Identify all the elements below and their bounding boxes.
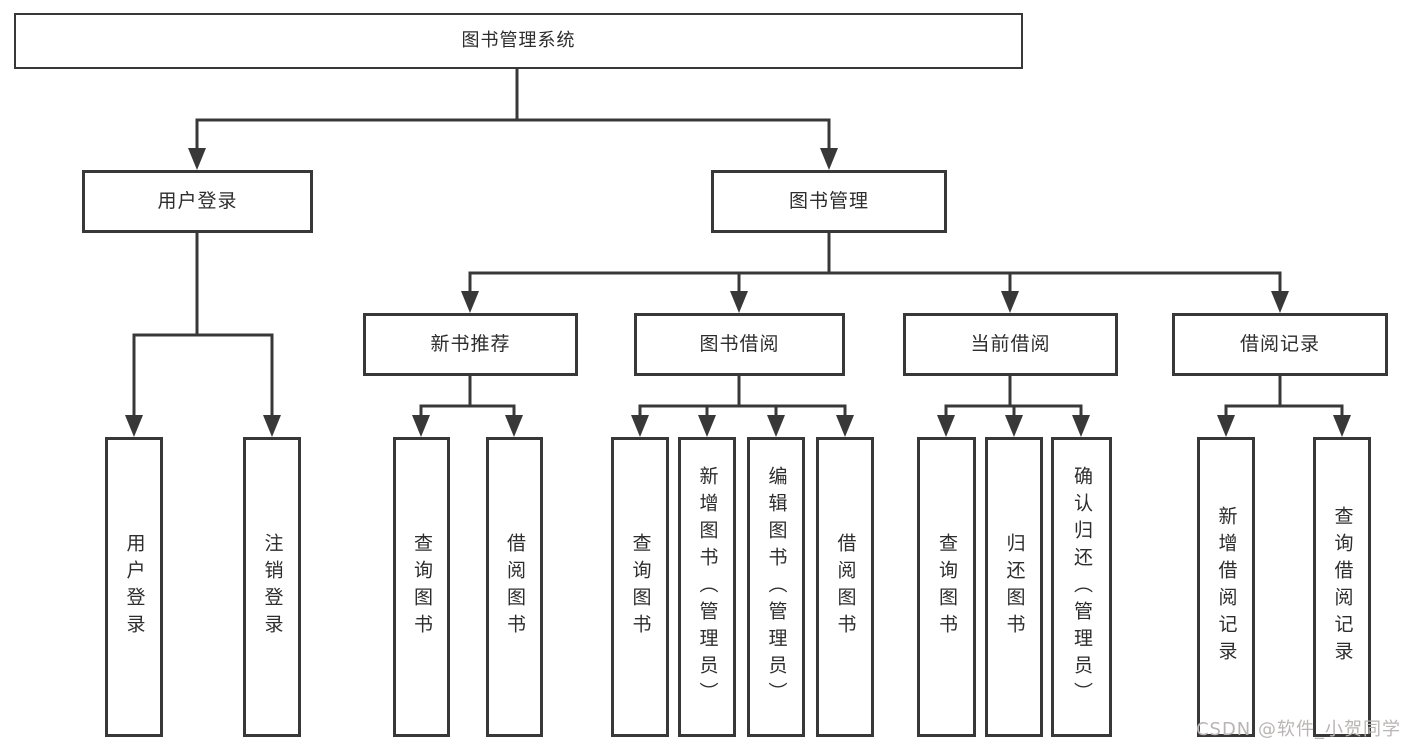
node-leaf-logout: 注销登录: [243, 437, 301, 737]
node-label: 借阅图书: [834, 533, 857, 641]
node-label: 确认归还（管理员）: [1071, 465, 1093, 709]
node-leaf-query-books-borrowing: 查询图书: [611, 437, 669, 737]
node-current-borrowing: 当前借阅: [903, 313, 1118, 376]
node-leaf-add-borrow-record: 新增借阅记录: [1197, 437, 1255, 737]
arrowhead-icon: [1271, 291, 1289, 313]
node-new-book-recommend: 新书推荐: [363, 313, 578, 376]
arrowhead-icon: [820, 148, 838, 170]
node-label: 用户登录: [157, 190, 238, 213]
node-label: 查询图书: [629, 533, 652, 641]
node-label: 借阅记录: [1239, 333, 1320, 356]
node-label: 借阅图书: [504, 533, 526, 641]
arrowhead-icon: [263, 415, 281, 437]
arrowhead-icon: [188, 148, 206, 170]
node-label: 图书管理系统: [461, 30, 576, 52]
node-label: 图书借阅: [699, 333, 780, 356]
node-leaf-borrow-books-borrowing: 借阅图书: [816, 437, 874, 737]
node-root: 图书管理系统: [14, 13, 1023, 69]
node-label: 图书管理: [788, 190, 869, 213]
node-leaf-query-books-recommend: 查询图书: [393, 437, 450, 737]
node-label: 编辑图书（管理员）: [765, 465, 788, 709]
arrowhead-icon: [461, 291, 479, 313]
connector-borrowing-records-to-leaves: [1217, 376, 1351, 437]
node-label: 新增借阅记录: [1215, 506, 1238, 668]
connector-book-borrowing-to-leaves: [631, 376, 854, 437]
node-label: 查询图书: [936, 533, 958, 641]
node-label: 用户登录: [123, 533, 146, 641]
arrowhead-icon: [1001, 291, 1019, 313]
arrowhead-icon: [505, 415, 523, 437]
arrowhead-icon: [767, 415, 785, 437]
node-label: 新增图书（管理员）: [696, 465, 719, 709]
node-user-login: 用户登录: [82, 170, 313, 233]
arrowhead-icon: [836, 415, 854, 437]
arrowhead-icon: [412, 415, 430, 437]
node-label: 查询借阅记录: [1331, 506, 1354, 668]
node-label: 查询图书: [411, 533, 433, 641]
node-leaf-query-books-current: 查询图书: [917, 437, 976, 737]
arrowhead-icon: [125, 415, 143, 437]
node-label: 归还图书: [1003, 533, 1026, 641]
arrowhead-icon: [631, 415, 649, 437]
node-book-borrowing: 图书借阅: [634, 313, 845, 376]
arrowhead-icon: [1005, 415, 1023, 437]
arrowhead-icon: [730, 291, 748, 313]
node-label: 新书推荐: [430, 333, 511, 356]
arrowhead-icon: [698, 415, 716, 437]
arrowhead-icon: [1333, 415, 1351, 437]
node-book-management: 图书管理: [711, 170, 947, 233]
arrowhead-icon: [937, 415, 955, 437]
node-label: 当前借阅: [970, 333, 1051, 356]
node-leaf-borrow-books-recommend: 借阅图书: [486, 437, 543, 737]
node-label: 注销登录: [261, 533, 284, 641]
node-leaf-user-login: 用户登录: [105, 437, 163, 737]
connector-user-login-to-leaves: [125, 233, 281, 437]
connector-current-borrowing-to-leaves: [937, 376, 1090, 437]
connector-root-to-level2: [188, 69, 838, 170]
connector-book-management-to-level3: [461, 233, 1289, 313]
arrowhead-icon: [1217, 415, 1235, 437]
connector-new-book-recommend-to-leaves: [412, 376, 523, 437]
node-leaf-query-borrow-record: 查询借阅记录: [1313, 437, 1371, 737]
node-borrowing-records: 借阅记录: [1172, 313, 1388, 376]
node-leaf-confirm-return-admin: 确认归还（管理员）: [1051, 437, 1112, 737]
node-leaf-return-books: 归还图书: [985, 437, 1043, 737]
node-leaf-edit-books-admin: 编辑图书（管理员）: [747, 437, 805, 737]
arrowhead-icon: [1072, 415, 1090, 437]
node-leaf-add-books-admin: 新增图书（管理员）: [678, 437, 736, 737]
